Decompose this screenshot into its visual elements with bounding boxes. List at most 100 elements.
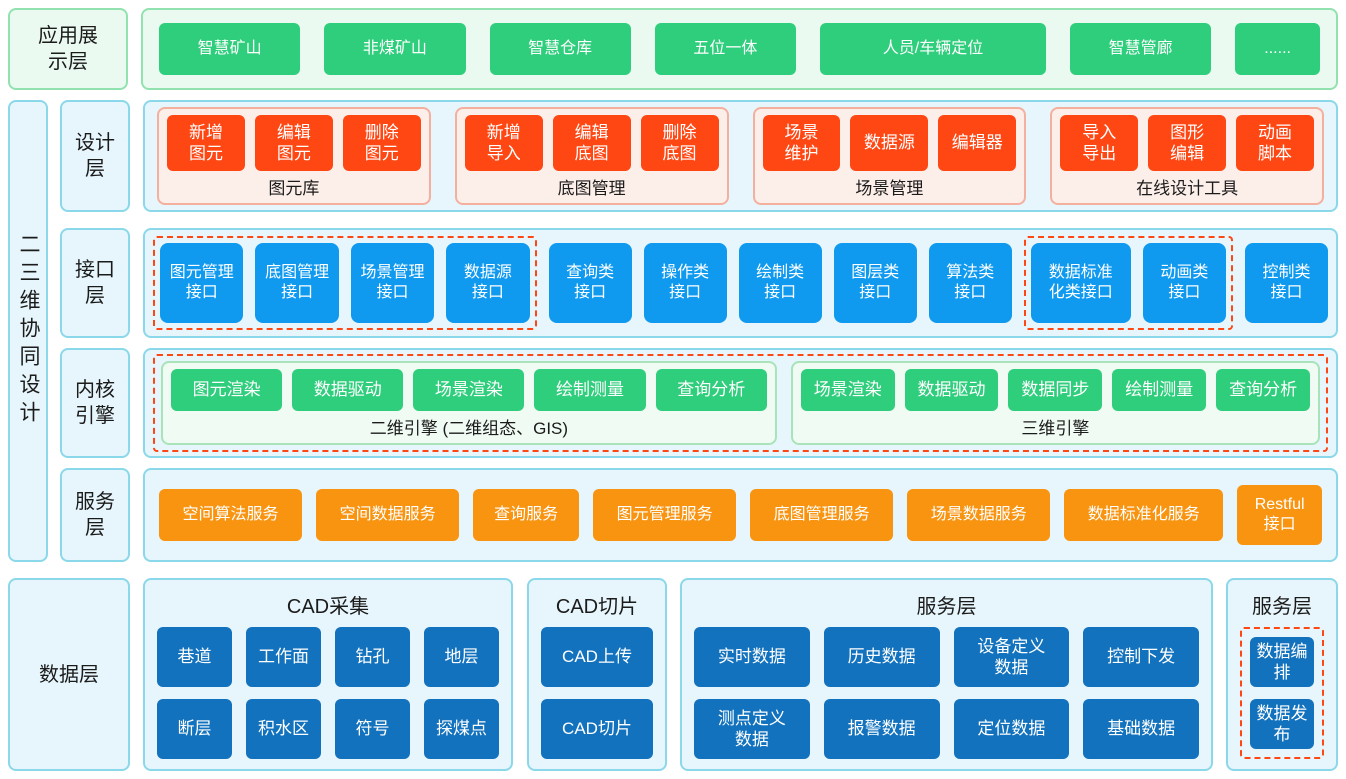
kernel-group-title: 三维引擎 xyxy=(1021,419,1090,438)
kernel-dashed-wrapper: 图元渲染 数据驱动 场景渲染 绘制测量 查询分析 二维引擎 (二维组态、GIS)… xyxy=(153,354,1328,452)
app-chip-personnel-vehicle: 人员/车辆定位 xyxy=(820,23,1046,75)
data-chip: 历史数据 xyxy=(823,627,940,687)
kernel-engine-row: 内核 引擎 图元渲染 数据驱动 场景渲染 绘制测量 查询分析 二维引擎 (二维组… xyxy=(60,348,1338,458)
kernel-chip: 查询分析 xyxy=(655,369,767,411)
interface-layer-row: 接口 层 图元管理 接口 底图管理 接口 场景管理 接口 数据源 接口 查询类 … xyxy=(60,228,1338,338)
kernel-engine-label: 内核 引擎 xyxy=(60,348,130,458)
app-chip-smart-mine: 智慧矿山 xyxy=(159,23,301,75)
data-chip: 控制下发 xyxy=(1083,627,1199,687)
data-chip: 巷道 xyxy=(157,627,232,687)
design-group-title: 底图管理 xyxy=(557,179,626,198)
design-chip: 删除 底图 xyxy=(640,115,719,171)
kernel-chip: 绘制测量 xyxy=(1112,369,1207,411)
interface-dashed-group-management: 图元管理 接口 底图管理 接口 场景管理 接口 数据源 接口 xyxy=(153,236,537,330)
design-chip: 新增 导入 xyxy=(464,115,543,171)
data-group-service: 服务层 实时数据 历史数据 设备定义 数据 控制下发 测点定义 数据 报警数据 … xyxy=(680,578,1213,771)
design-chip: 图形 编辑 xyxy=(1148,115,1227,171)
side-vertical-label: 二三维协同设计 xyxy=(17,233,40,429)
kernel-chip: 场景渲染 xyxy=(413,369,525,411)
data-chip: 探煤点 xyxy=(424,699,499,759)
interface-chip: 动画类 接口 xyxy=(1142,243,1226,323)
service-chip: 底图管理服务 xyxy=(750,489,894,541)
design-chip: 编辑 图元 xyxy=(254,115,333,171)
interface-chip: 操作类 接口 xyxy=(643,243,727,323)
service-chip: 查询服务 xyxy=(473,489,580,541)
data-group-title: 服务层 xyxy=(1252,596,1312,618)
data-chip: 工作面 xyxy=(246,627,321,687)
data-group-title: CAD切片 xyxy=(555,596,639,618)
service-chip: 数据标准化服务 xyxy=(1064,489,1224,541)
service-layer-container: 空间算法服务 空间数据服务 查询服务 图元管理服务 底图管理服务 场景数据服务 … xyxy=(143,468,1338,562)
collaborative-design-block: 二三维协同设计 设计 层 新增 图元 编辑 图元 删除 图元 图元库 xyxy=(8,100,1338,562)
kernel-group-2d-engine: 图元渲染 数据驱动 场景渲染 绘制测量 查询分析 二维引擎 (二维组态、GIS) xyxy=(161,361,777,445)
data-chip: 测点定义 数据 xyxy=(694,699,810,759)
interface-layer-label: 接口 层 xyxy=(60,228,130,338)
kernel-chip: 场景渲染 xyxy=(800,369,895,411)
kernel-chip: 图元渲染 xyxy=(171,369,283,411)
application-layer-label: 应用展 示层 xyxy=(8,8,128,90)
kernel-chip: 数据驱动 xyxy=(904,369,999,411)
kernel-chip: 绘制测量 xyxy=(534,369,646,411)
design-group-online-tools: 导入 导出 图形 编辑 动画 脚本 在线设计工具 xyxy=(1050,107,1324,205)
kernel-group-3d-engine: 场景渲染 数据驱动 数据同步 绘制测量 查询分析 三维引擎 xyxy=(790,361,1320,445)
data-chip: 数据编排 xyxy=(1250,637,1314,687)
interface-dashed-group-standard-animation: 数据标准 化类接口 动画类 接口 xyxy=(1023,236,1233,330)
app-chip-smart-corridor: 智慧管廊 xyxy=(1070,23,1212,75)
application-layer-row: 应用展 示层 智慧矿山 非煤矿山 智慧仓库 五位一体 人员/车辆定位 智慧管廊 … xyxy=(8,8,1338,90)
data-chip: 积水区 xyxy=(246,699,321,759)
interface-chip: 数据标准 化类接口 xyxy=(1030,243,1131,323)
kernel-group-title: 二维引擎 (二维组态、GIS) xyxy=(369,419,569,438)
side-vertical-label-box: 二三维协同设计 xyxy=(8,100,48,562)
interface-chip: 底图管理 接口 xyxy=(255,243,339,323)
design-group-title: 在线设计工具 xyxy=(1136,179,1239,198)
data-chip: 断层 xyxy=(157,699,232,759)
service-chip: 空间算法服务 xyxy=(159,489,303,541)
design-layer-row: 设计 层 新增 图元 编辑 图元 删除 图元 图元库 新增 导入 编辑 底 xyxy=(60,100,1338,212)
interface-chip: 绘制类 接口 xyxy=(738,243,822,323)
design-chip: 新增 图元 xyxy=(167,115,245,171)
data-chip: 钻孔 xyxy=(335,627,410,687)
interface-chip: 控制类 接口 xyxy=(1244,243,1328,323)
data-layer-row: 数据层 CAD采集 巷道 工作面 钻孔 地层 断层 积水区 符号 探煤点 CAD… xyxy=(8,578,1338,771)
data-chip: 地层 xyxy=(424,627,499,687)
interface-chip: 查询类 接口 xyxy=(548,243,632,323)
service-chip: 空间数据服务 xyxy=(316,489,460,541)
data-chip: 实时数据 xyxy=(694,627,810,687)
service-chip: 场景数据服务 xyxy=(907,489,1051,541)
design-chip: 数据源 xyxy=(850,115,929,171)
design-layer-label: 设计 层 xyxy=(60,100,130,212)
service-layer-row: 服务 层 空间算法服务 空间数据服务 查询服务 图元管理服务 底图管理服务 场景… xyxy=(60,468,1338,562)
interface-chip: 场景管理 接口 xyxy=(350,243,435,323)
kernel-chip: 数据同步 xyxy=(1008,369,1103,411)
interface-chip: 图层类 接口 xyxy=(833,243,917,323)
design-group-basemap: 新增 导入 编辑 底图 删除 底图 底图管理 xyxy=(454,107,729,205)
data-chip: 符号 xyxy=(335,699,410,759)
app-chip-noncoal-mine: 非煤矿山 xyxy=(324,23,466,75)
design-group-element-library: 新增 图元 编辑 图元 删除 图元 图元库 xyxy=(157,107,431,205)
publish-dashed-wrapper: 数据编排 数据发布 xyxy=(1240,627,1324,759)
app-chip-five-in-one: 五位一体 xyxy=(654,23,796,75)
data-group-cad-slice: CAD切片 CAD上传 CAD切片 xyxy=(527,578,667,771)
design-chip: 导入 导出 xyxy=(1060,115,1139,171)
kernel-chip: 数据驱动 xyxy=(292,369,404,411)
data-chip: CAD上传 xyxy=(541,627,653,687)
kernel-chip: 查询分析 xyxy=(1216,369,1310,411)
interface-chip: 图元管理 接口 xyxy=(160,243,244,323)
design-chip: 编辑器 xyxy=(938,115,1017,171)
kernel-engine-container: 图元渲染 数据驱动 场景渲染 绘制测量 查询分析 二维引擎 (二维组态、GIS)… xyxy=(143,348,1338,458)
data-chip: 基础数据 xyxy=(1083,699,1199,759)
service-chip: 图元管理服务 xyxy=(593,489,737,541)
data-group-title: CAD采集 xyxy=(286,596,370,618)
design-layer-container: 新增 图元 编辑 图元 删除 图元 图元库 新增 导入 编辑 底图 删除 底图 … xyxy=(143,100,1338,212)
app-chip-ellipsis: ...... xyxy=(1235,23,1320,75)
data-group-cad-collect: CAD采集 巷道 工作面 钻孔 地层 断层 积水区 符号 探煤点 xyxy=(143,578,513,771)
design-chip: 删除 图元 xyxy=(342,115,421,171)
design-chip: 编辑 底图 xyxy=(552,115,631,171)
data-layer-label: 数据层 xyxy=(8,578,130,771)
application-layer-container: 智慧矿山 非煤矿山 智慧仓库 五位一体 人员/车辆定位 智慧管廊 ...... xyxy=(141,8,1338,90)
data-chip: 报警数据 xyxy=(823,699,940,759)
data-chip: CAD切片 xyxy=(541,699,653,759)
interface-chip: 数据源 接口 xyxy=(446,243,530,323)
data-group-publish: 服务层 数据编排 数据发布 xyxy=(1226,578,1338,771)
